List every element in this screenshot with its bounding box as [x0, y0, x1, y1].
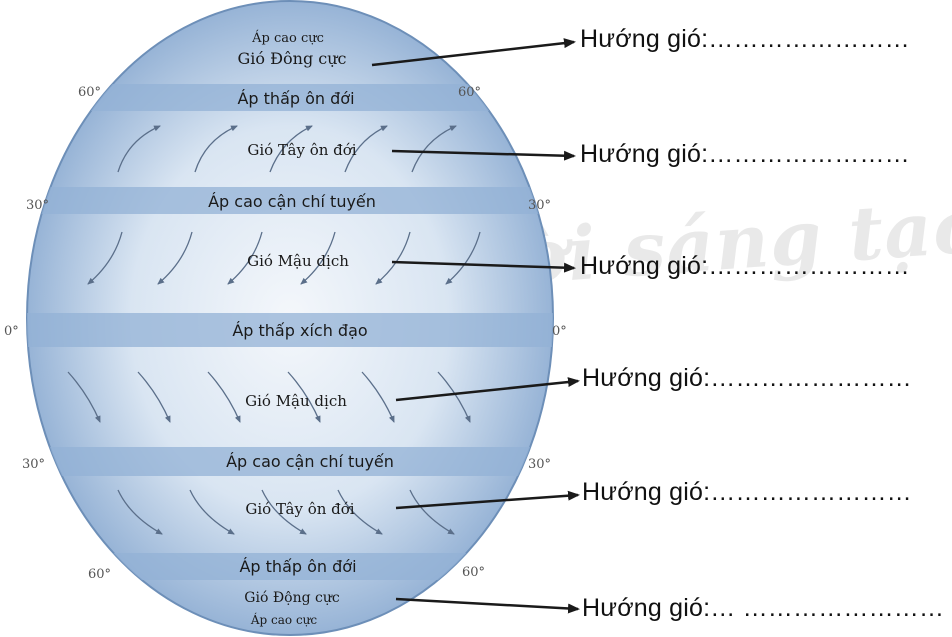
lat-s30-left: 30°: [22, 457, 45, 472]
label-polar-east-bottom: Gió Động cực: [244, 590, 340, 606]
label-equatorial-low: Áp thấp xích đạo: [232, 321, 367, 340]
lat-s60-right: 60°: [462, 565, 485, 580]
label-polar-high-top: Áp cao cực: [251, 30, 324, 46]
label-subpolar-low-bottom: Áp thấp ôn đới: [239, 557, 356, 576]
answer-line-5[interactable]: Hướng gió:……………………: [582, 478, 912, 507]
answer-line-3[interactable]: Hướng gió:……………………: [580, 252, 910, 281]
lat-eq-left: 0°: [4, 324, 19, 339]
answer-line-1[interactable]: Hướng gió:……………………: [580, 25, 910, 54]
answer-line-6[interactable]: Hướng gió:… ……………………: [582, 594, 944, 623]
lat-eq-right: 0°: [552, 324, 567, 339]
lat-n30-left: 30°: [26, 198, 49, 213]
lat-n60-right: 60°: [458, 85, 481, 100]
label-westerlies-top: Gió Tây ôn đới: [247, 141, 356, 159]
label-polar-east-top: Gió Đông cực: [237, 49, 346, 68]
label-subtropical-high-top: Áp cao cận chí tuyến: [208, 192, 376, 211]
label-polar-high-bottom: Áp cao cực: [250, 612, 318, 627]
label-subpolar-low-top: Áp thấp ôn đới: [237, 89, 354, 108]
lat-n30-right: 30°: [528, 198, 551, 213]
label-trade-bottom: Gió Mậu dịch: [245, 392, 347, 410]
label-subtropical-high-bottom: Áp cao cận chí tuyến: [226, 452, 394, 471]
pointer-arrow-6: [396, 599, 578, 609]
answer-line-4[interactable]: Hướng gió:……………………: [582, 364, 912, 393]
label-westerlies-bottom: Gió Tây ôn đới: [245, 500, 354, 518]
lat-s60-left: 60°: [88, 567, 111, 582]
answer-line-2[interactable]: Hướng gió:……………………: [580, 140, 910, 169]
label-trade-top: Gió Mậu dịch: [247, 252, 349, 270]
lat-n60-left: 60°: [78, 85, 101, 100]
lat-s30-right: 30°: [528, 457, 551, 472]
